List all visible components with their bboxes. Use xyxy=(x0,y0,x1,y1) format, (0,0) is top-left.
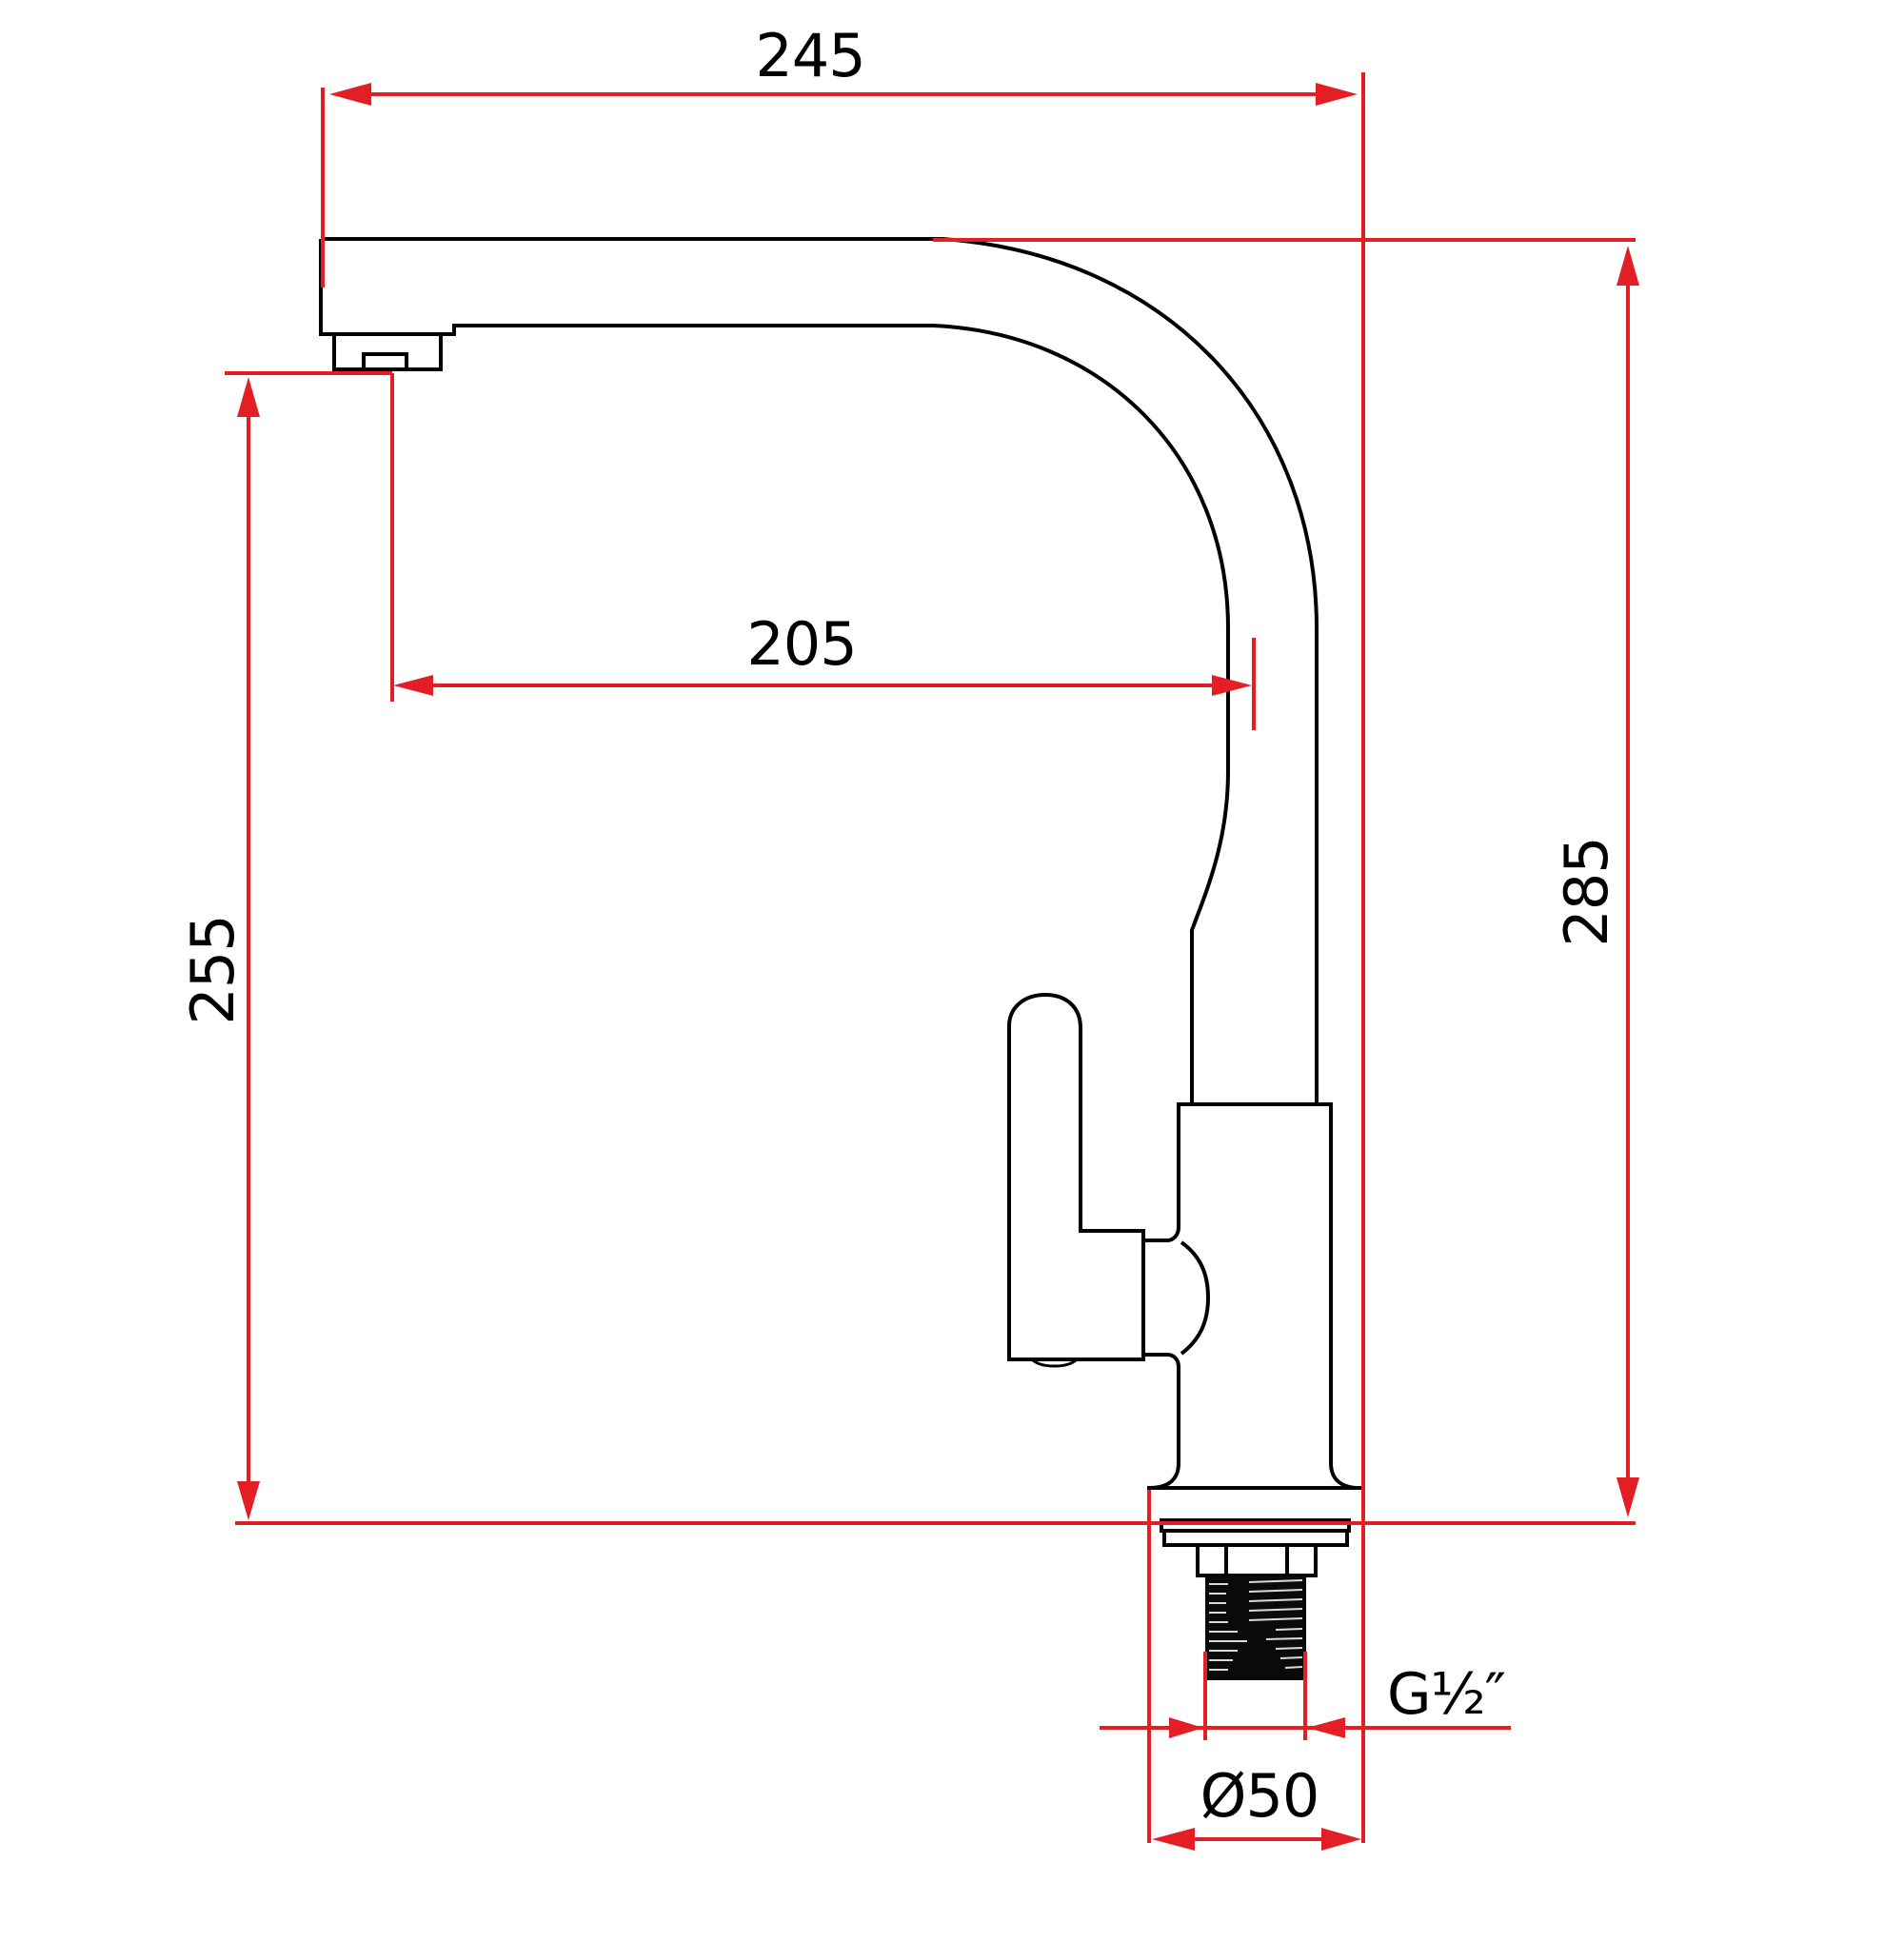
hex-nut-faces xyxy=(1224,1545,1289,1575)
dim-thread-arrow-right xyxy=(1307,1717,1345,1738)
body-left xyxy=(1143,1104,1180,1490)
body-right xyxy=(1329,1104,1360,1490)
dim-245-arrow-left xyxy=(329,83,371,106)
dim-285-label: 285 xyxy=(1552,837,1621,947)
aerator-outlet xyxy=(362,352,408,369)
spout-outer-edge xyxy=(321,237,1319,1104)
handle-knob xyxy=(1032,1358,1077,1368)
base-plate xyxy=(1162,1529,1349,1547)
thread-lines xyxy=(1209,1579,1303,1671)
dimension-lines xyxy=(225,72,1639,1851)
hex-nut xyxy=(1196,1543,1318,1577)
dim-255-arrow-bottom xyxy=(237,1481,260,1520)
spout-tip xyxy=(319,239,1230,1104)
aerator xyxy=(332,332,443,371)
dim-285-arrow-bottom xyxy=(1616,1477,1639,1517)
dim-base-diameter-label: Ø50 xyxy=(1200,1761,1320,1831)
dim-thread-arrow-left xyxy=(1169,1717,1203,1738)
dim-base-arrow-right xyxy=(1321,1828,1361,1851)
faucet-outline xyxy=(319,237,1361,1680)
dim-205-label: 205 xyxy=(746,609,857,679)
handle-lever xyxy=(1007,992,1145,1361)
cartridge-dome xyxy=(1180,1240,1211,1356)
dim-205-arrow-left xyxy=(393,675,433,696)
dim-245-label: 245 xyxy=(755,21,865,90)
dim-255-arrow-top xyxy=(237,377,260,417)
dim-285-arrow-top xyxy=(1616,246,1639,286)
dim-255-label: 255 xyxy=(178,915,248,1025)
dim-thread-label: G½″ xyxy=(1387,1661,1506,1728)
dim-base-arrow-left xyxy=(1152,1828,1195,1851)
dim-205-arrow-right xyxy=(1212,675,1252,696)
dim-245-arrow-right xyxy=(1316,83,1358,106)
